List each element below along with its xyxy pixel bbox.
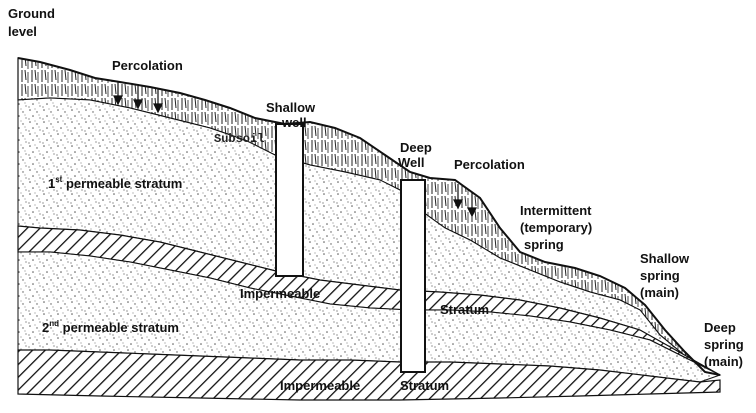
shallow-spring-label-line3: (main) [640, 285, 679, 300]
second-stratum-label: 2nd permeable stratum [42, 319, 179, 335]
percolation-label-left: Percolation [112, 58, 183, 73]
stratum-label-upper: Stratum [440, 302, 489, 317]
deep-well-label-line1: Deep [400, 140, 432, 155]
first-stratum-label: 1st permeable stratum [48, 175, 182, 191]
subsoil-label: Subsoil [214, 132, 264, 146]
ground-level-label-line1: Ground [8, 6, 55, 21]
intermittent-spring-label-line1: Intermittent [520, 203, 592, 218]
deep-spring-label-line3: (main) [704, 354, 743, 369]
shallow-spring-label-line2: spring [640, 268, 680, 283]
impermeable-label-upper: Impermeable [240, 286, 320, 301]
percolation-label-right: Percolation [454, 157, 525, 172]
deep-well-label-line2: Well [398, 155, 425, 170]
deep-spring-label-line1: Deep [704, 320, 736, 335]
deep-well-shaft [401, 180, 425, 372]
shallow-spring-label-line1: Shallow [640, 251, 690, 266]
shallow-well-shaft [276, 124, 303, 276]
stratum-label-lower: Stratum [400, 378, 449, 393]
impermeable-label-lower: Impermeable [280, 378, 360, 393]
ground-level-label-line2: level [8, 24, 37, 39]
intermittent-spring-label-line3: spring [524, 237, 564, 252]
shallow-well-label-line1: Shallow [266, 100, 316, 115]
intermittent-spring-label-line2: (temporary) [520, 220, 592, 235]
shallow-well-label-line2: well [281, 115, 307, 130]
deep-spring-label-line2: spring [704, 337, 744, 352]
